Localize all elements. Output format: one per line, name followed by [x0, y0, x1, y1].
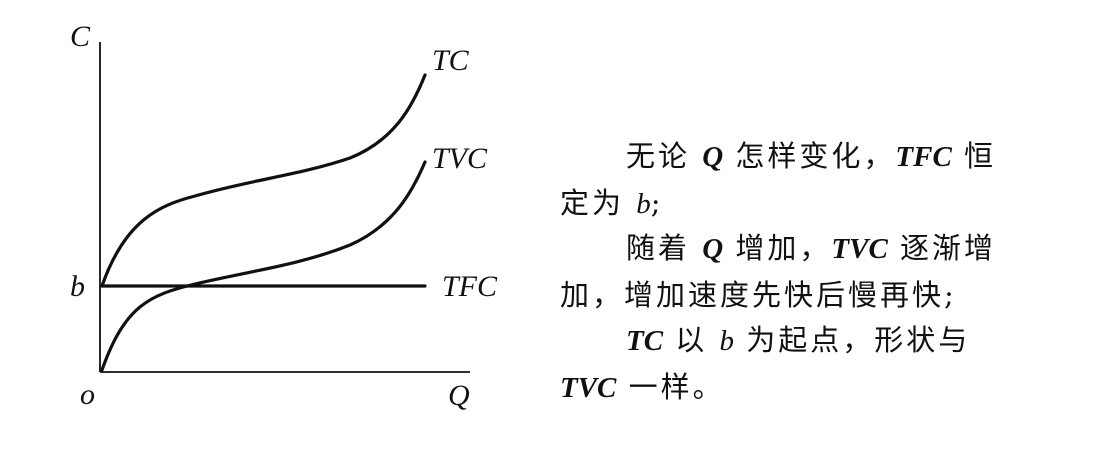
- p1-text-a: 无论: [626, 139, 703, 173]
- tc-label: TC: [432, 44, 470, 77]
- p3-text-b: 为起点，形状与: [734, 323, 971, 357]
- p2-text-c: 逐渐增加，增加速度先快后慢再快;: [560, 231, 997, 312]
- p1-q: Q: [702, 141, 724, 173]
- paragraph-tc: TC 以 b 为起点，形状与 TVC 一样。: [560, 317, 1000, 411]
- p3-b: b: [719, 325, 735, 357]
- p3-tvc: TVC: [560, 372, 617, 404]
- tc-curve: [100, 73, 427, 288]
- tvc-curve: [100, 160, 427, 372]
- p3-tc: TC: [626, 325, 664, 357]
- y-axis-label: C: [70, 20, 91, 53]
- p1-text-c: 恒定为: [560, 139, 997, 220]
- paragraph-tfc: 无论 Q 怎样变化，TFC 恒定为 b;: [560, 133, 1000, 227]
- intercept-label: b: [70, 270, 85, 303]
- tfc-label: TFC: [442, 270, 498, 303]
- p1-b: b: [636, 188, 651, 220]
- p2-text-a: 随着: [626, 231, 703, 265]
- paragraph-tvc: 随着 Q 增加，TVC 逐渐增加，增加速度先快后慢再快;: [560, 225, 1000, 318]
- x-axis-label: Q: [448, 379, 470, 412]
- p3-text-c: 一样。: [616, 370, 725, 404]
- p2-q: Q: [702, 233, 724, 265]
- p2-text-b: 增加，: [723, 231, 832, 265]
- tvc-label: TVC: [432, 142, 488, 175]
- p2-tvc: TVC: [831, 233, 888, 265]
- p1-text-d: ;: [650, 186, 664, 220]
- p1-tfc: TFC: [895, 141, 952, 173]
- origin-label: o: [80, 378, 95, 411]
- p3-text-a: 以: [663, 323, 720, 357]
- p1-text-b: 怎样变化，: [723, 139, 896, 173]
